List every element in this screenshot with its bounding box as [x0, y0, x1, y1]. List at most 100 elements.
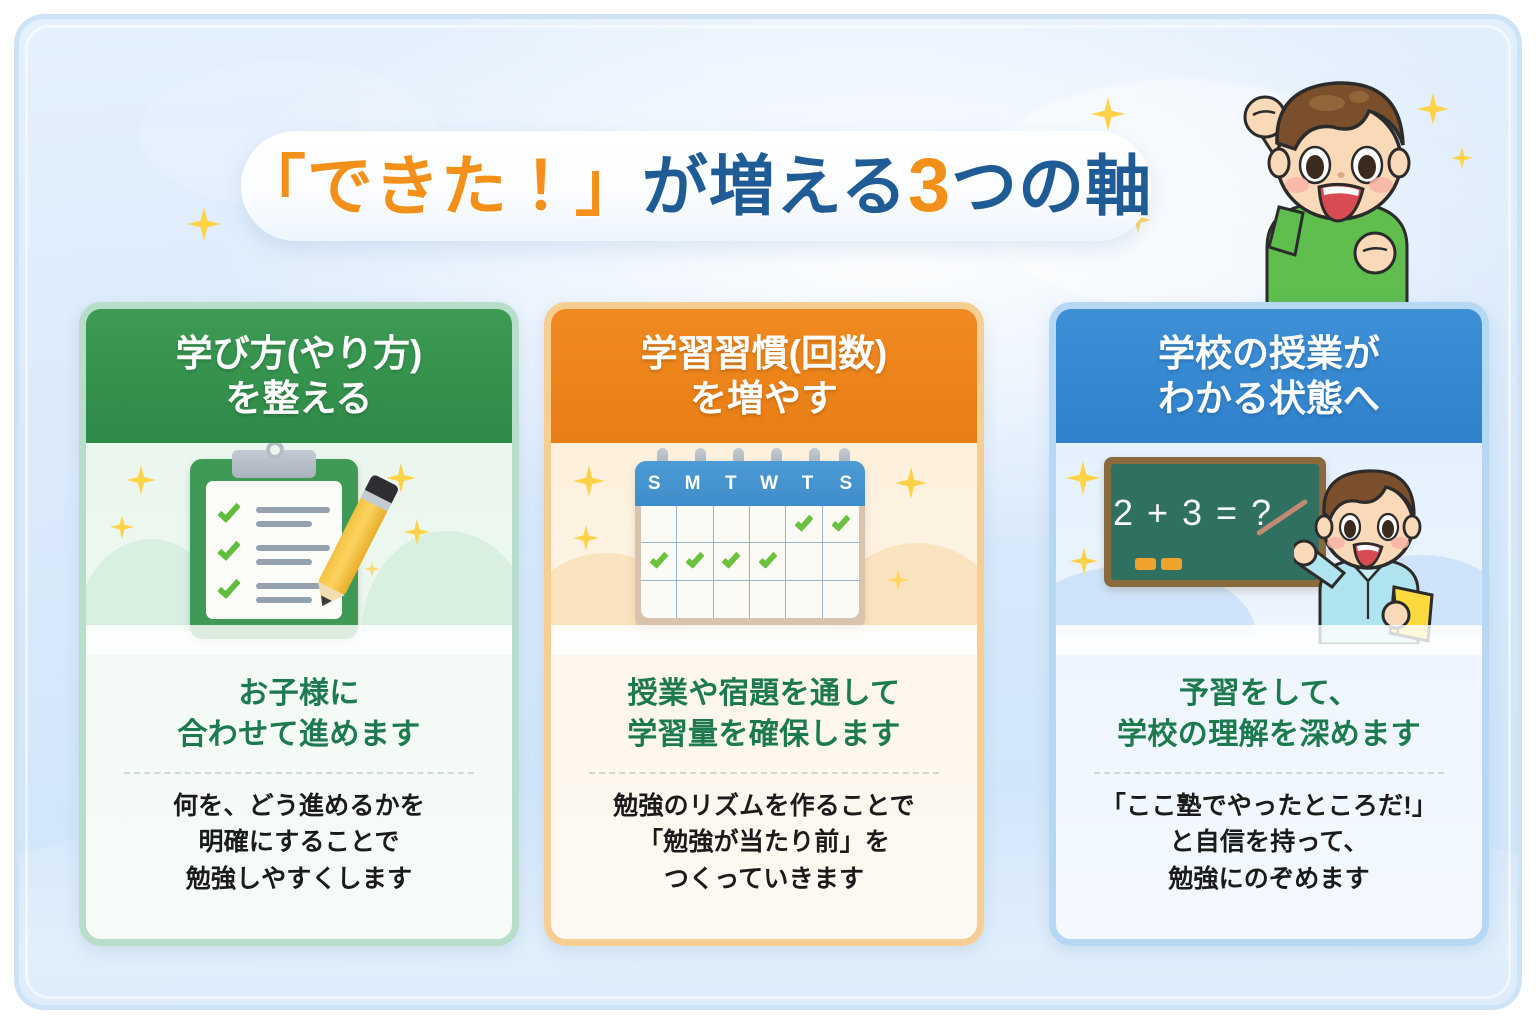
pointing-boy-icon	[1294, 469, 1434, 644]
sparkle-icon	[110, 515, 134, 539]
weekday-label: S	[647, 472, 661, 494]
calendar-cell	[677, 506, 714, 544]
card1-sub: 何を、どう進めるかを 明確にすることで 勉強しやすくします	[102, 788, 496, 898]
calendar-cell	[750, 580, 787, 618]
card3-lead: 予習をして、 学校の理解を深めます	[1072, 673, 1466, 756]
weekday-label: T	[801, 472, 814, 494]
card2-sub-line3: つくっていきます	[663, 864, 865, 893]
calendar-cell	[749, 543, 787, 581]
title-ribbon: 「できた！」 が増える 3 つの軸	[239, 131, 1153, 241]
card3-sub-line2: と自信を持って、	[1169, 828, 1369, 857]
title-segment-number: 3	[907, 143, 952, 228]
check-icon	[217, 574, 241, 600]
calendar-cell	[677, 543, 714, 581]
text-line	[256, 597, 312, 603]
check-icon	[757, 549, 778, 570]
check-icon	[685, 549, 705, 570]
card1-lead-line1: お子様に	[238, 677, 360, 710]
card2-head-line1: 学習習慣(回数)	[640, 332, 888, 374]
calendar-cell	[713, 543, 750, 581]
card3-sub-line1: 「ここ塾でやったところだ!」	[1100, 791, 1438, 820]
chalk-icon	[1135, 558, 1156, 570]
text-line	[256, 521, 312, 527]
main-panel: 「できた！」 が増える 3 つの軸	[14, 14, 1522, 1010]
card2-lead-line1: 授業や宿題を通して	[627, 677, 901, 710]
calendar-cell	[714, 580, 750, 618]
card1-head-line2: を整える	[225, 378, 373, 419]
card1-lead-line2: 合わせて進めます	[177, 718, 421, 752]
title-segment-blue-2: つの軸	[951, 149, 1153, 223]
card1-divider	[124, 771, 474, 774]
calendar-weekday-header: S M T W T S	[635, 461, 865, 506]
check-icon	[217, 498, 241, 524]
title-segment-orange: 「できた！」	[239, 149, 642, 223]
card1-sub-line3: 勉強しやすくします	[185, 864, 413, 893]
card-study-habit[interactable]: 学習習慣(回数) を増やす	[544, 302, 984, 946]
card3-sub-line3: 勉強にのぞめます	[1168, 864, 1370, 893]
title-pill-background	[241, 131, 1151, 241]
calendar-cell	[749, 506, 787, 544]
calendar-grid	[641, 506, 859, 618]
card2-lead: 授業や宿題を通して 学習量を確保します	[567, 673, 961, 756]
card2-lead-line2: 学習量を確保します	[627, 718, 901, 752]
calendar-illustration: S M T W T S	[551, 443, 977, 655]
cards-container: 学び方(やり方) を整える	[19, 19, 1517, 1005]
check-icon	[721, 549, 742, 570]
sparkle-icon	[895, 467, 927, 499]
card-school-understanding[interactable]: 学校の授業が わかる状態へ 2 + 3 = ?	[1049, 302, 1489, 946]
title-segment-blue-1: が増える	[641, 149, 908, 223]
card2-head-line2: を増やす	[690, 378, 838, 419]
blackboard-equation: 2 + 3 = ?	[1112, 492, 1274, 533]
blackboard-surface: 2 + 3 = ?	[1111, 464, 1319, 580]
calendar-cell	[641, 580, 678, 618]
check-icon	[794, 512, 814, 533]
hill-shape	[362, 531, 512, 631]
card2-sub-line2: 「勉強が当たり前」を	[637, 828, 890, 857]
text-line	[256, 583, 330, 589]
calendar-cell	[786, 543, 823, 581]
card3-head-line1: 学校の授業が	[1158, 332, 1380, 374]
clipboard-icon	[190, 443, 358, 639]
text-line	[256, 559, 312, 565]
card3-body: 予習をして、 学校の理解を深めます 「ここ塾でやったところだ!」 と自信を持って…	[1056, 655, 1482, 897]
card3-divider	[1094, 771, 1444, 774]
cheering-boy-icon	[1209, 57, 1459, 321]
card1-sub-line1: 何を、どう進めるかを	[172, 791, 425, 820]
check-icon	[648, 549, 669, 570]
blackboard-icon: 2 + 3 = ?	[1104, 457, 1326, 587]
card1-lead: お子様に 合わせて進めます	[102, 673, 496, 756]
card3-header: 学校の授業が わかる状態へ	[1056, 309, 1482, 443]
page-title: 「できた！」 が増える 3 つの軸	[239, 131, 1153, 241]
calendar-cell	[786, 506, 823, 544]
weekday-label: W	[760, 472, 779, 494]
weekday-label: M	[684, 472, 701, 494]
calendar-cell	[822, 506, 859, 544]
card1-header: 学び方(やり方) を整える	[86, 309, 512, 443]
card-learning-method[interactable]: 学び方(やり方) を整える	[79, 302, 519, 946]
text-line	[256, 545, 330, 551]
calendar-cell	[823, 581, 859, 618]
weekday-label: T	[725, 472, 737, 494]
clipboard-paper	[206, 481, 342, 619]
calendar-cell	[641, 506, 678, 544]
sparkle-icon	[573, 465, 605, 497]
card2-body: 授業や宿題を通して 学習量を確保します 勉強のリズムを作ることで 「勉強が当たり…	[551, 655, 977, 897]
weekday-label: S	[839, 472, 853, 494]
clipboard-checklist-illustration	[86, 443, 512, 655]
ground-band	[551, 625, 977, 655]
calendar-cell	[822, 543, 859, 581]
sparkle-icon	[573, 525, 599, 551]
blackboard-illustration: 2 + 3 = ?	[1056, 443, 1482, 655]
card1-head-line1: 学び方(やり方)	[175, 332, 423, 374]
calendar-cell	[641, 543, 678, 581]
card3-sub: 「ここ塾でやったところだ!」 と自信を持って、 勉強にのぞめます	[1072, 788, 1466, 898]
calendar-icon: S M T W T S	[635, 448, 865, 629]
card2-header: 学習習慣(回数) を増やす	[551, 309, 977, 443]
calendar-cell	[713, 506, 750, 544]
text-line	[256, 507, 330, 513]
ground-band	[1056, 625, 1482, 655]
calendar-cell	[677, 580, 714, 618]
sparkle-icon	[126, 465, 156, 495]
card3-lead-line2: 学校の理解を深めます	[1117, 718, 1421, 752]
